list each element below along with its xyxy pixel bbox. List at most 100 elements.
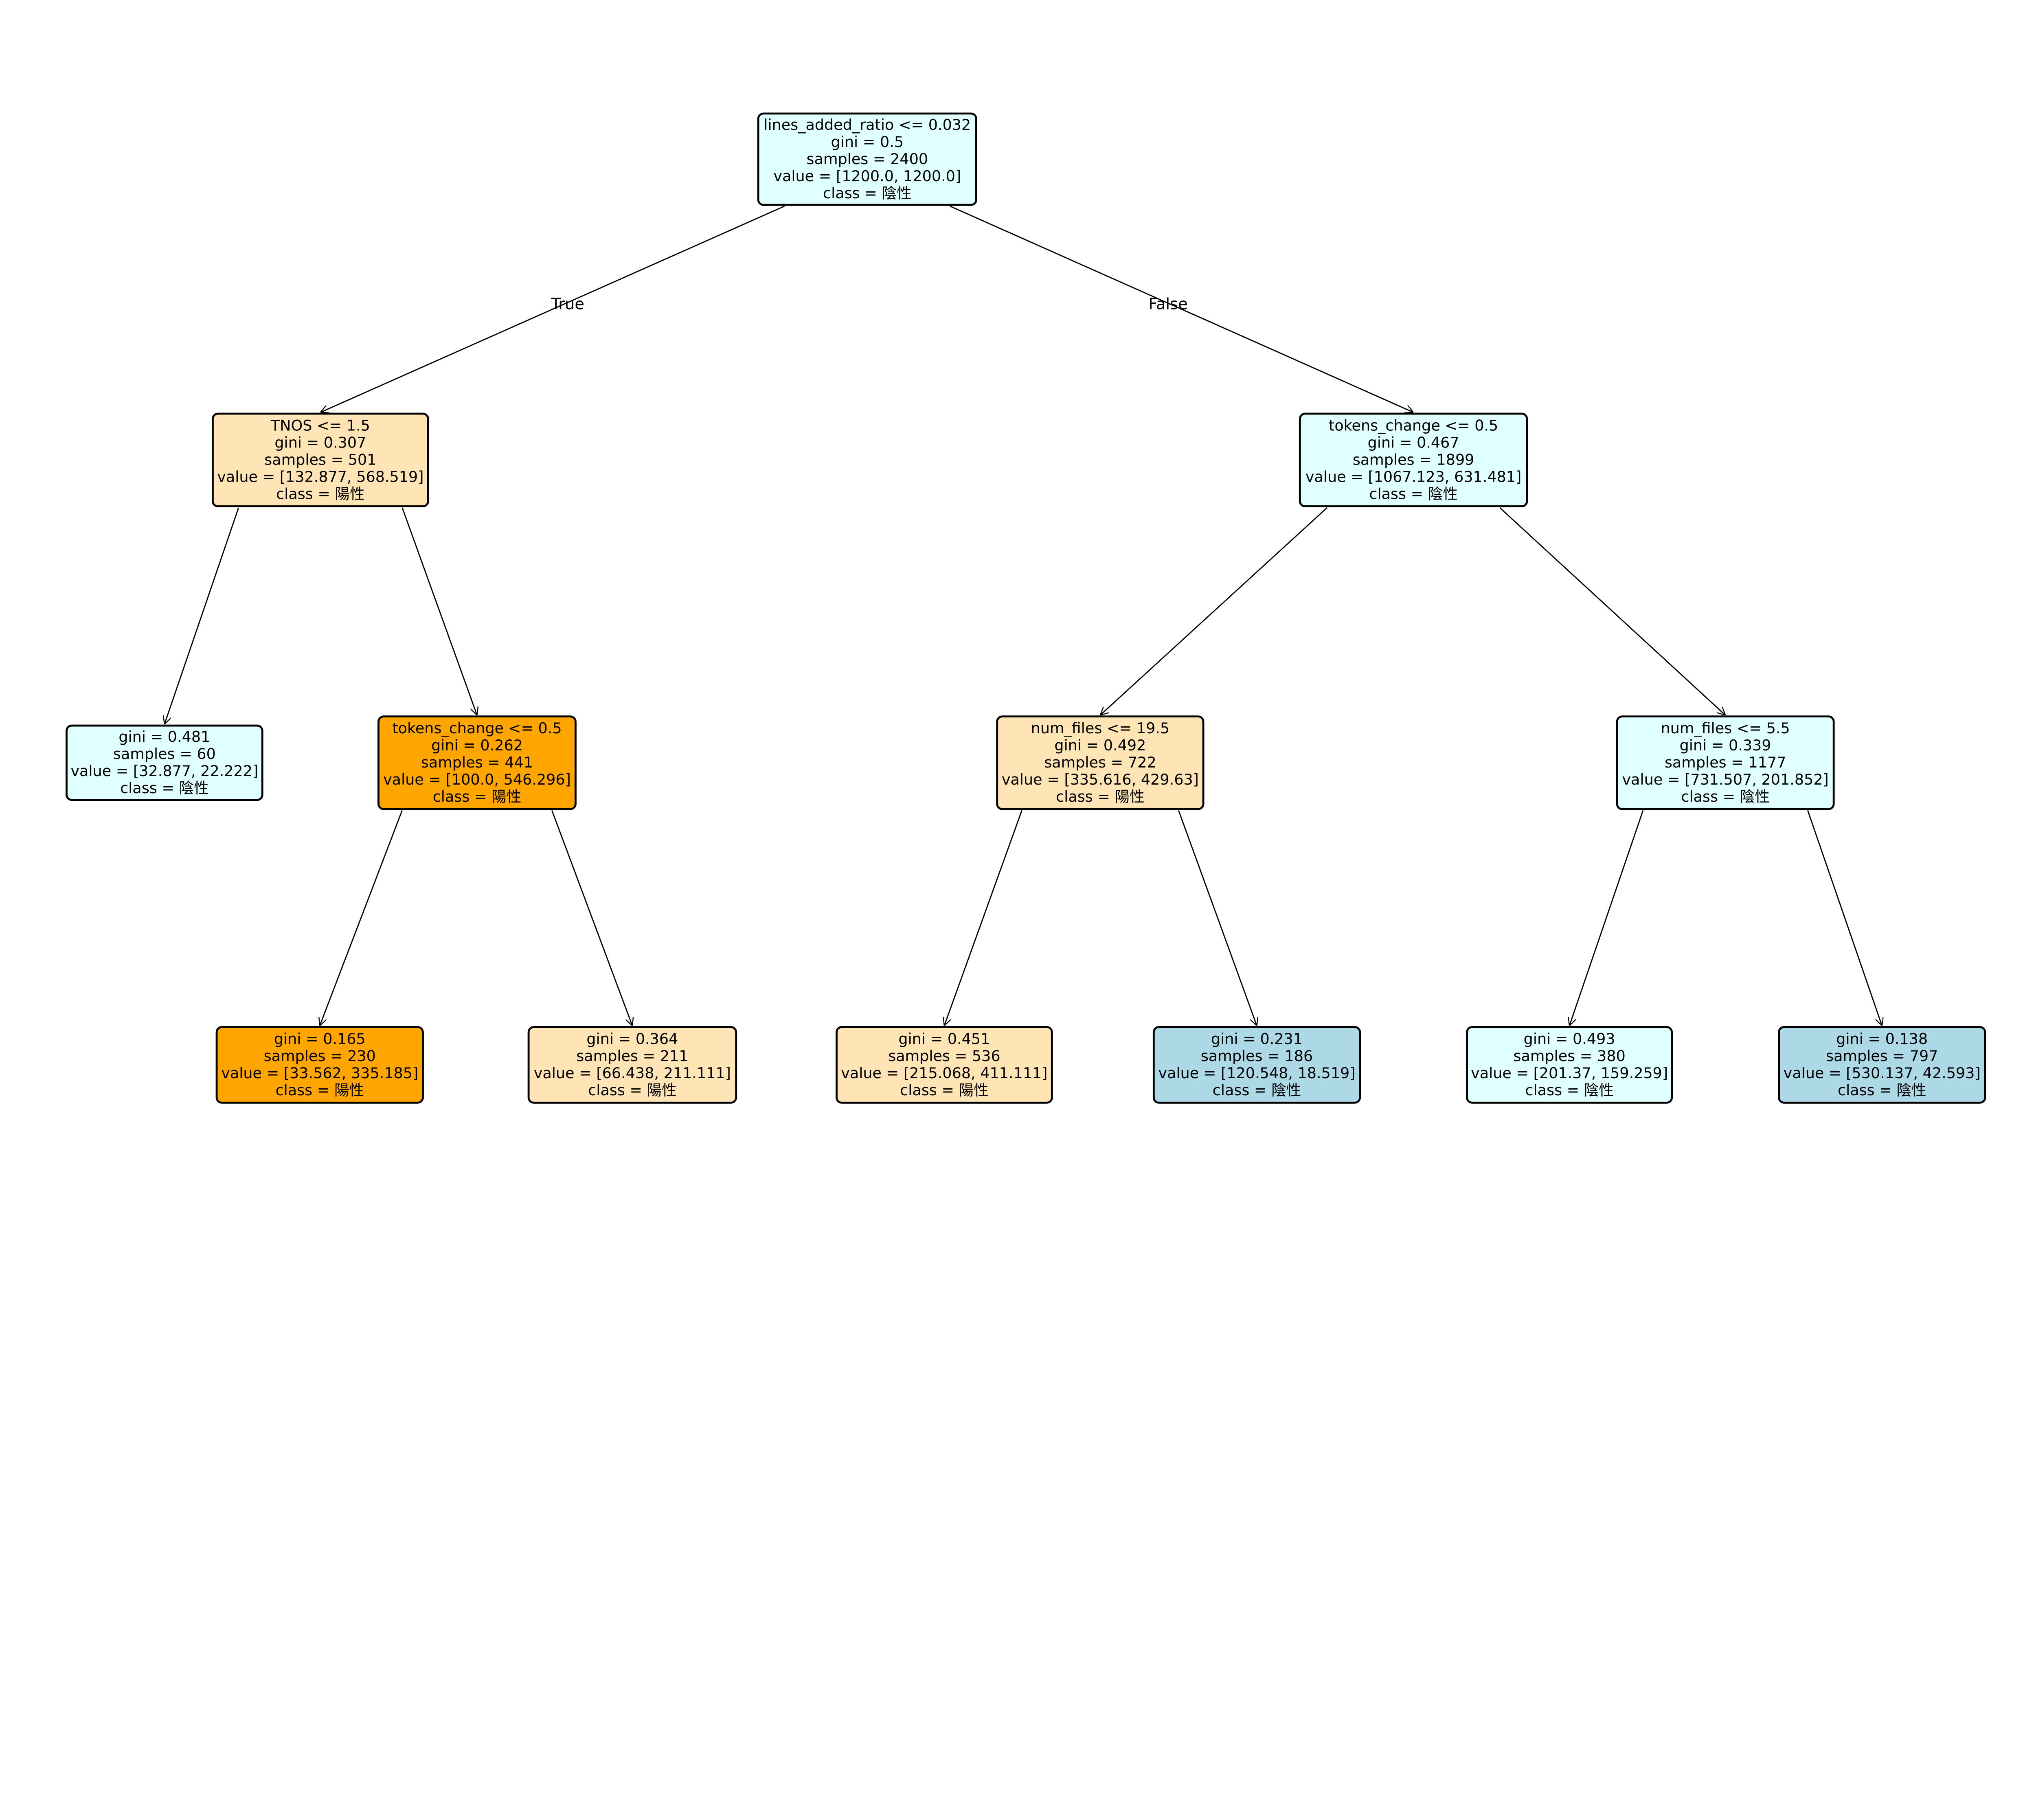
node-box (527, 1026, 737, 1104)
node-line: gini = 0.138 (1836, 1030, 1928, 1048)
node-line: gini = 0.262 (431, 737, 523, 754)
node-line: samples = 501 (264, 451, 376, 469)
node-line: value = [530.137, 42.593] (1784, 1064, 1981, 1082)
node-line: tokens_change <= 0.5 (392, 719, 562, 737)
node-line: class = 陰性 (823, 184, 911, 202)
node-line: class = 陰性 (1369, 485, 1458, 503)
node-line: gini = 0.451 (898, 1030, 990, 1048)
node-line: value = [32.877, 22.222] (70, 762, 258, 780)
node-line: gini = 0.231 (1211, 1030, 1303, 1048)
node-line: samples = 380 (1514, 1047, 1626, 1065)
node-line: value = [215.068, 411.111] (841, 1064, 1047, 1082)
node-line: gini = 0.5 (831, 133, 904, 151)
node-line: samples = 60 (113, 745, 216, 763)
node-line: value = [1200.0, 1200.0] (773, 167, 961, 185)
node-line: value = [335.616, 429.63] (1002, 771, 1199, 788)
node-line: samples = 230 (264, 1047, 376, 1065)
edge-n3-n5 (551, 810, 632, 1026)
node-line: value = [201.37, 159.259] (1471, 1064, 1668, 1082)
node-line: tokens_change <= 0.5 (1329, 417, 1498, 434)
edges (165, 206, 1882, 1026)
node-line: value = [1067.123, 631.481] (1305, 468, 1522, 486)
node-line: lines_added_ratio <= 0.032 (764, 116, 971, 134)
node-line: samples = 1177 (1665, 754, 1786, 771)
node-line: samples = 797 (1826, 1047, 1938, 1065)
node-line: samples = 211 (576, 1047, 688, 1065)
edge-n1-n3 (401, 507, 477, 715)
node-box (215, 1026, 424, 1104)
node-line: samples = 2400 (807, 150, 928, 168)
node-box (1778, 1026, 1986, 1104)
node-box (66, 724, 263, 801)
node-box (377, 715, 577, 810)
node-line: class = 陰性 (1213, 1081, 1301, 1099)
node-box (996, 715, 1204, 810)
edge-n6-n7 (1100, 507, 1328, 715)
node-line: value = [731.507, 201.852] (1622, 771, 1829, 788)
edge-label-true: True (551, 295, 584, 314)
edge-label-false: False (1148, 295, 1188, 314)
node-box (1616, 715, 1835, 810)
node-box (212, 412, 429, 507)
node-line: gini = 0.467 (1368, 434, 1459, 452)
node-line: value = [120.548, 18.519] (1158, 1064, 1356, 1082)
node-line: TNOS <= 1.5 (270, 417, 370, 434)
node-line: samples = 1899 (1353, 451, 1474, 469)
node-line: class = 陰性 (1681, 788, 1770, 805)
node-line: class = 陽性 (900, 1081, 989, 1099)
edge-n10-n11 (1569, 810, 1644, 1026)
edge-n0-n1 (320, 206, 785, 412)
node-line: value = [100.0, 546.296] (383, 771, 571, 788)
node-box (1466, 1026, 1673, 1104)
edge-n3-n4 (320, 810, 403, 1026)
node-line: value = [33.562, 335.185] (221, 1064, 418, 1082)
edge-n7-n9 (1178, 810, 1257, 1026)
edge-n10-n12 (1807, 810, 1882, 1026)
node-box (836, 1026, 1053, 1104)
node-line: class = 陽性 (276, 485, 365, 503)
node-line: gini = 0.339 (1680, 737, 1771, 754)
node-line: num_files <= 19.5 (1031, 719, 1169, 737)
node-line: class = 陽性 (1056, 788, 1145, 805)
node-line: class = 陽性 (588, 1081, 677, 1099)
node-line: class = 陽性 (276, 1081, 364, 1099)
node-line: gini = 0.364 (586, 1030, 678, 1048)
node-line: gini = 0.165 (274, 1030, 366, 1048)
node-line: class = 陰性 (1525, 1081, 1614, 1099)
edge-n1-n2 (165, 507, 239, 724)
node-line: value = [66.438, 211.111] (534, 1064, 731, 1082)
node-line: value = [132.877, 568.519] (217, 468, 423, 486)
node-box (757, 112, 977, 206)
edge-n7-n8 (944, 810, 1022, 1026)
node-box (1299, 412, 1528, 507)
node-line: num_files <= 5.5 (1661, 719, 1790, 737)
node-line: samples = 722 (1044, 754, 1156, 771)
node-box (1152, 1026, 1361, 1104)
node-line: samples = 441 (421, 754, 533, 771)
node-line: class = 陽性 (433, 788, 522, 805)
node-line: class = 陰性 (1838, 1081, 1926, 1099)
node-line: gini = 0.307 (274, 434, 366, 452)
edge-n6-n10 (1499, 507, 1725, 715)
node-line: gini = 0.492 (1054, 737, 1146, 754)
node-line: gini = 0.481 (118, 728, 210, 746)
edge-n0-n6 (950, 206, 1413, 412)
node-line: samples = 186 (1201, 1047, 1313, 1065)
node-line: gini = 0.493 (1524, 1030, 1615, 1048)
node-line: class = 陰性 (120, 779, 208, 797)
